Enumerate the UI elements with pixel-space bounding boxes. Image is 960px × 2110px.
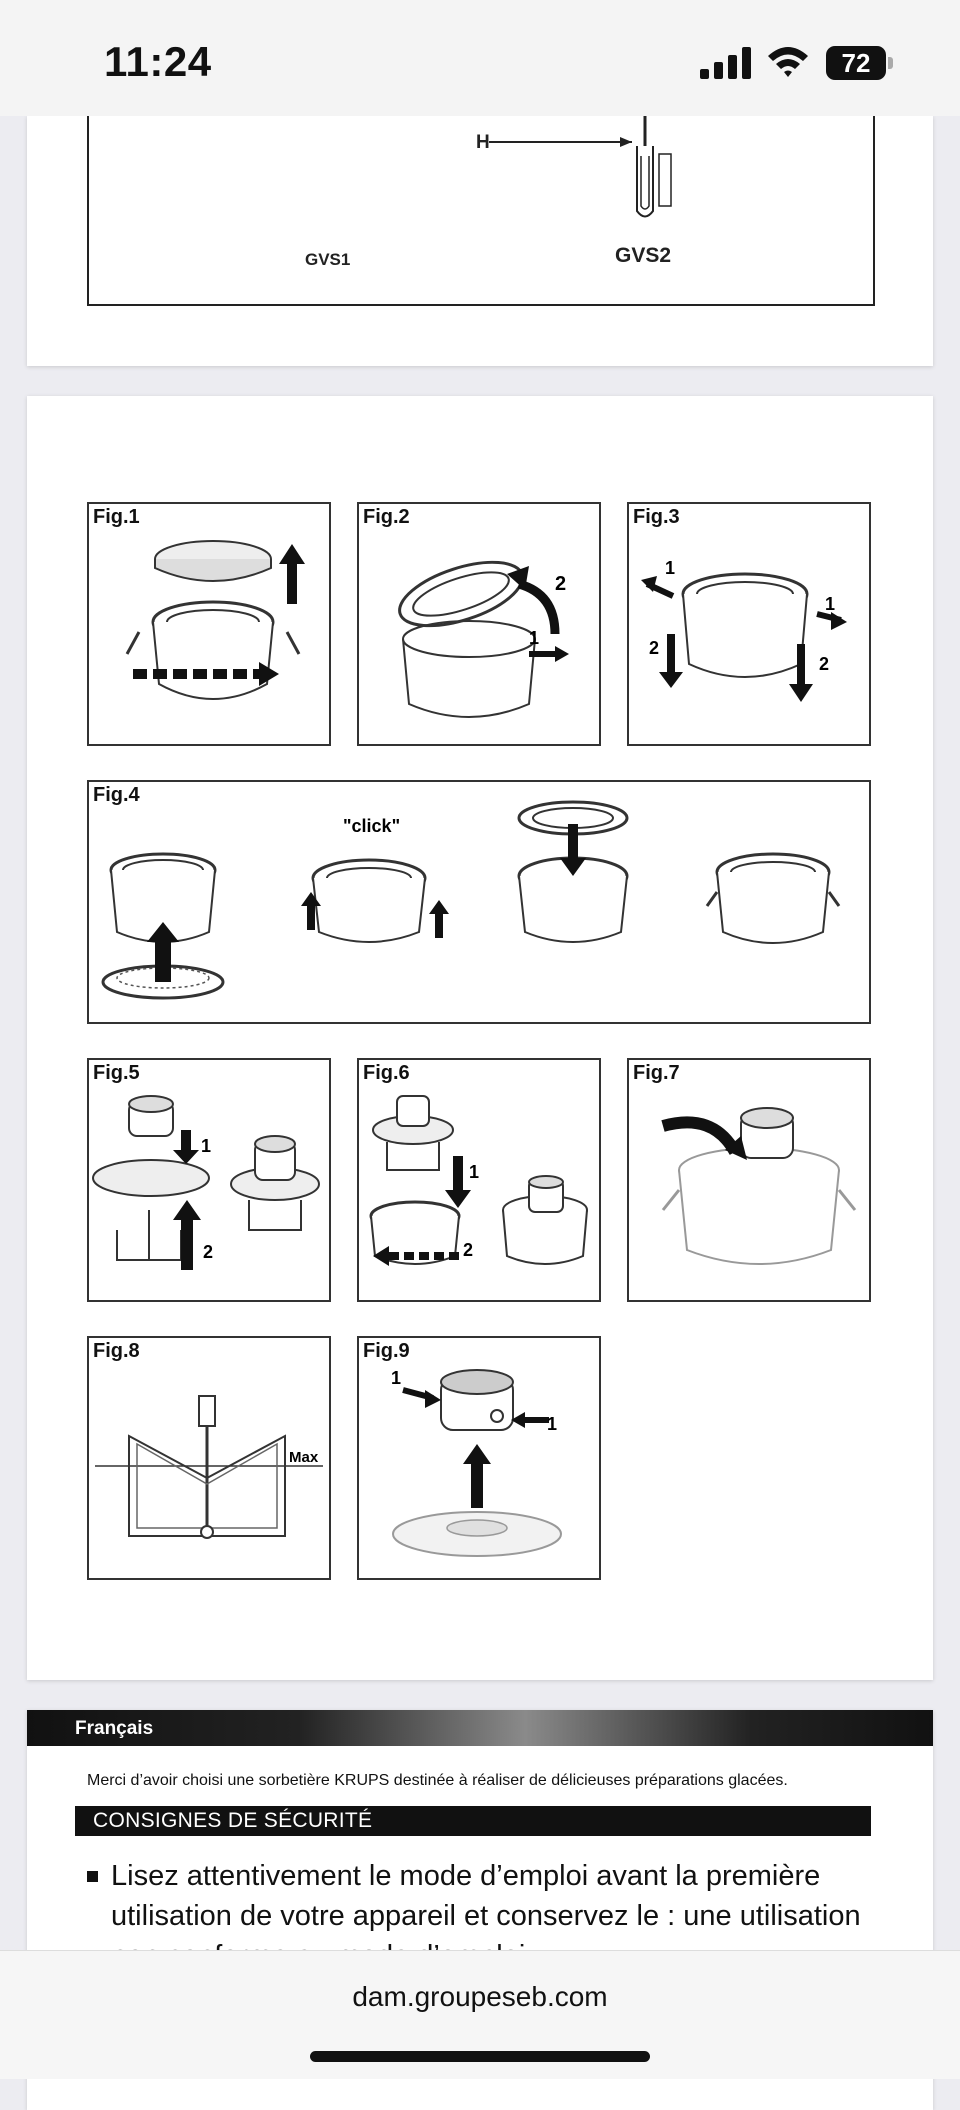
figure-9: Fig.9 1 1 <box>357 1336 601 1580</box>
fig2-step-2: 2 <box>555 573 566 595</box>
figure-6-label: Fig.6 <box>363 1062 410 1084</box>
figure-8-drawing: Max <box>95 1395 323 1539</box>
language-header-label: Français <box>75 1718 154 1739</box>
h-label: H <box>476 132 490 153</box>
svg-text:2: 2 <box>819 654 829 674</box>
svg-text:1: 1 <box>825 594 835 614</box>
svg-text:1: 1 <box>665 558 675 578</box>
document-page-gvs: H GVS1 GVS2 <box>27 116 933 366</box>
figure-9-label: Fig.9 <box>363 1340 410 1362</box>
address-bar[interactable]: dam.groupeseb.com <box>352 1981 608 2012</box>
clock: 11:24 <box>104 38 212 85</box>
svg-text:2: 2 <box>203 1242 213 1262</box>
svg-text:1: 1 <box>201 1136 211 1156</box>
figure-6-drawing: 1 2 <box>369 1095 588 1266</box>
click-label: "click" <box>343 816 400 836</box>
fig2-step-1: 1 <box>529 628 539 648</box>
figure-5-label: Fig.5 <box>93 1062 140 1084</box>
figure-9-drawing: 1 1 <box>391 1368 562 1557</box>
section-title: CONSIGNES DE SÉCURITÉ <box>93 1809 373 1832</box>
figure-3-drawing: 1 1 2 2 <box>641 558 847 702</box>
figure-6: Fig.6 1 2 <box>357 1058 601 1302</box>
figure-7-label: Fig.7 <box>633 1062 680 1084</box>
gvs-drawing <box>489 116 672 218</box>
section-title-bar: CONSIGNES DE SÉCURITÉ <box>75 1806 871 1836</box>
home-indicator[interactable] <box>310 2051 650 2062</box>
gvs1-label: GVS1 <box>305 250 351 269</box>
bullet-marker <box>87 1871 98 1882</box>
gvs2-label: GVS2 <box>615 244 672 267</box>
svg-text:1: 1 <box>391 1368 401 1388</box>
browser-bottom-bar: dam.groupeseb.com <box>0 1950 960 2079</box>
wifi-icon <box>768 47 808 77</box>
svg-text:2: 2 <box>463 1240 473 1260</box>
figure-3: Fig.3 1 1 2 2 <box>627 502 871 746</box>
language-header: Français <box>27 1710 933 1746</box>
figure-5: Fig.5 1 2 <box>87 1058 331 1302</box>
figure-7-drawing <box>661 1107 857 1265</box>
svg-text:1: 1 <box>547 1414 557 1434</box>
figure-2-label: Fig.2 <box>363 506 410 528</box>
svg-text:2: 2 <box>649 638 659 658</box>
battery-level: 72 <box>826 46 886 80</box>
status-bar: 11:24 72 <box>0 0 960 116</box>
figure-1-drawing <box>125 540 305 700</box>
gvs-diagram-frame: H GVS1 GVS2 <box>87 116 875 306</box>
figure-1-label: Fig.1 <box>93 506 140 528</box>
document-page-figures: Fig.1 Fig.2 2 1 Fig.3 <box>27 396 933 1680</box>
figure-4: Fig.4 "click" <box>87 780 871 1024</box>
cellular-signal-icon <box>700 47 751 79</box>
figure-3-label: Fig.3 <box>633 506 680 528</box>
battery-icon: 72 <box>826 46 896 80</box>
figure-2: Fig.2 2 1 <box>357 502 601 746</box>
figure-4-drawing: "click" <box>101 800 841 1000</box>
max-label: Max <box>289 1449 319 1466</box>
figure-1: Fig.1 <box>87 502 331 746</box>
figure-4-label: Fig.4 <box>93 784 140 806</box>
figure-7: Fig.7 <box>627 1058 871 1302</box>
figure-8: Fig.8 Max <box>87 1336 331 1580</box>
figure-8-label: Fig.8 <box>93 1340 140 1362</box>
svg-text:1: 1 <box>469 1162 479 1182</box>
figure-5-drawing: 1 2 <box>92 1095 320 1270</box>
intro-text: Merci d’avoir choisi une sorbetière KRUP… <box>87 1772 788 1789</box>
figure-2-drawing: 2 1 <box>398 560 569 718</box>
